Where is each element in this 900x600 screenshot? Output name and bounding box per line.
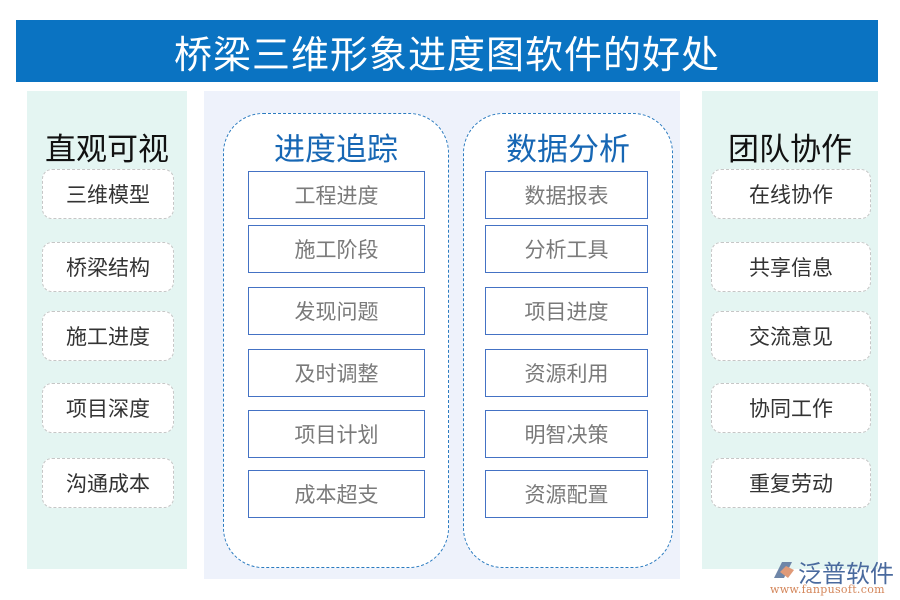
left-panel-intuitive: 直观可视 三维模型 桥梁结构 施工进度 项目深度 沟通成本 xyxy=(27,91,187,569)
left-item: 桥梁结构 xyxy=(42,242,174,292)
data-analysis-column: 数据分析 数据报表 分析工具 项目进度 资源利用 明智决策 资源配置 xyxy=(463,113,673,568)
left-item: 沟通成本 xyxy=(42,458,174,508)
right-item: 重复劳动 xyxy=(711,458,871,508)
column-item: 项目计划 xyxy=(248,410,425,458)
column-item: 分析工具 xyxy=(485,225,648,273)
column-item: 施工阶段 xyxy=(248,225,425,273)
center-panel: 进度追踪 工程进度 施工阶段 发现问题 及时调整 项目计划 成本超支 数据分析 … xyxy=(204,91,680,579)
brand-logo: 泛普软件 www.fanpusoft.com xyxy=(770,556,895,598)
column-item: 成本超支 xyxy=(248,470,425,518)
right-item: 协同工作 xyxy=(711,383,871,433)
brand-logo-icon xyxy=(774,562,794,578)
page-title: 桥梁三维形象进度图软件的好处 xyxy=(16,20,878,82)
progress-tracking-column: 进度追踪 工程进度 施工阶段 发现问题 及时调整 项目计划 成本超支 xyxy=(223,113,449,568)
column-item: 资源配置 xyxy=(485,470,648,518)
column-item: 明智决策 xyxy=(485,410,648,458)
left-item: 三维模型 xyxy=(42,169,174,219)
column-item: 资源利用 xyxy=(485,349,648,397)
column-item: 项目进度 xyxy=(485,287,648,335)
right-item: 交流意见 xyxy=(711,311,871,361)
left-item: 项目深度 xyxy=(42,383,174,433)
left-item: 施工进度 xyxy=(42,311,174,361)
right-panel-heading: 团队协作 xyxy=(728,132,852,168)
right-item: 在线协作 xyxy=(711,169,871,219)
brand-url: www.fanpusoft.com xyxy=(770,583,885,596)
column-item: 数据报表 xyxy=(485,171,648,219)
right-item: 共享信息 xyxy=(711,242,871,292)
column-heading: 进度追踪 xyxy=(274,132,398,168)
column-item: 发现问题 xyxy=(248,287,425,335)
column-item: 及时调整 xyxy=(248,349,425,397)
right-panel-teamwork: 团队协作 在线协作 共享信息 交流意见 协同工作 重复劳动 xyxy=(702,91,878,569)
column-heading: 数据分析 xyxy=(506,132,630,168)
column-item: 工程进度 xyxy=(248,171,425,219)
left-panel-heading: 直观可视 xyxy=(45,132,169,168)
brand-name: 泛普软件 xyxy=(798,560,894,588)
